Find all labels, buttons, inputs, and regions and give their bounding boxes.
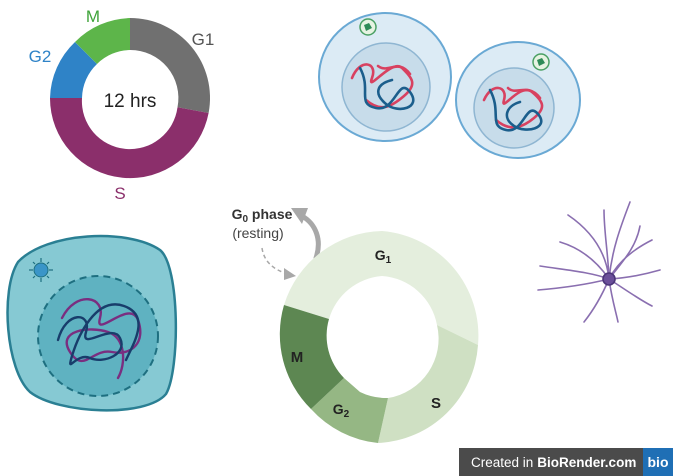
neuron-process (609, 202, 630, 279)
slow-cell-cycle-ring: G1 S M G2 (280, 231, 479, 443)
slow-cycle-label-s: S (431, 395, 441, 412)
g1-sub: 1 (386, 255, 392, 266)
g2-main: G (333, 401, 344, 417)
g0-g: G (232, 206, 243, 222)
fast-cycle-label-g1: G1 (192, 30, 215, 49)
g0-phase-label: G0 phase (232, 206, 293, 225)
neuron-process (540, 266, 609, 279)
g1-main: G (375, 247, 386, 263)
return-arrow-head (284, 268, 296, 280)
nucleus (342, 43, 430, 131)
fast-cycle-label-s: S (114, 184, 125, 203)
fast-cycle-label-m: M (86, 7, 100, 26)
biorender-watermark[interactable]: Created in BioRender.com bio (459, 448, 673, 476)
neuron-process (609, 270, 660, 279)
slow-cycle-label-m: M (291, 349, 304, 366)
fast-cycle-label-g2: G2 (29, 47, 52, 66)
watermark-brand: BioRender.com (537, 455, 636, 470)
watermark-text: Created in BioRender.com (459, 455, 636, 470)
g0-phase-word: phase (248, 206, 293, 222)
neuron-process (584, 279, 609, 322)
neuron-soma (603, 273, 615, 285)
neuron-process (538, 279, 609, 290)
watermark-prefix: Created in (471, 455, 533, 470)
centrosome (34, 263, 48, 277)
fast-cell-cycle-ring: 12 hrs M G1 G2 S (29, 7, 215, 203)
exit-arrow (302, 216, 318, 258)
neuron (538, 202, 660, 322)
neuron-process (609, 279, 652, 306)
resting-cell (8, 236, 176, 410)
g0-resting-label: (resting) (232, 225, 283, 241)
g2-sub: 2 (344, 409, 350, 420)
daughter-cell-left (319, 13, 451, 141)
daughter-cell-right (456, 42, 580, 158)
biorender-logo: bio (643, 448, 673, 476)
fast-cycle-duration: 12 hrs (104, 91, 157, 112)
ring-segment-s (378, 325, 478, 443)
